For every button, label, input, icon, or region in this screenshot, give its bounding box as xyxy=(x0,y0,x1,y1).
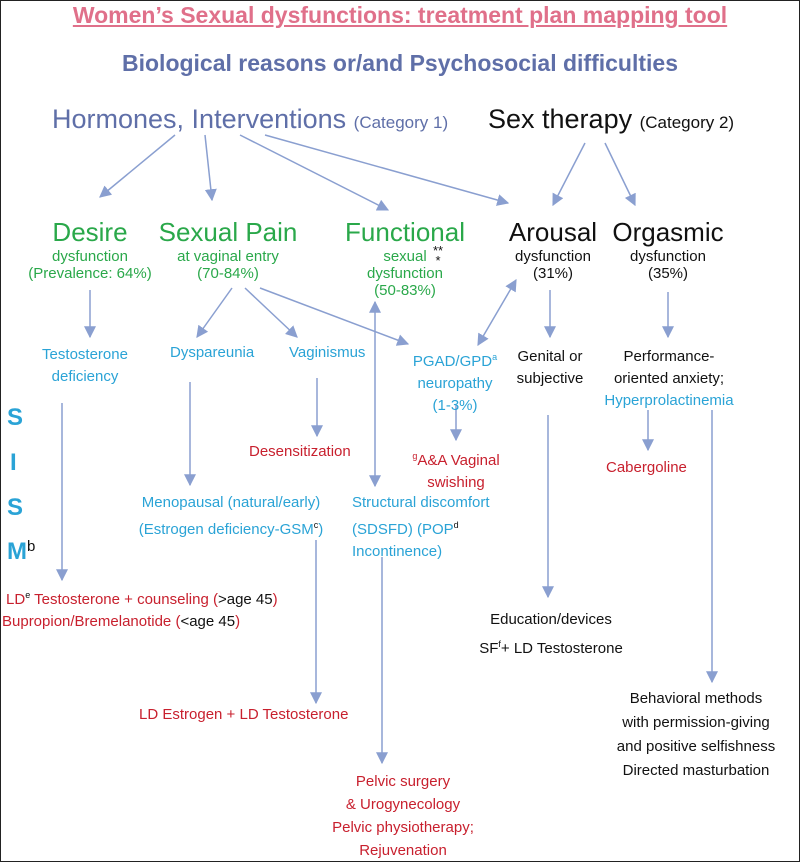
node-pgad: PGAD/GPDa neuropathy (1-3%) xyxy=(412,352,498,414)
category-2-heading: Sex therapy (Category 2) xyxy=(488,104,735,134)
arrow-cat1-pain xyxy=(204,134,217,202)
category-1-heading: Hormones, Interventions (Category 1) xyxy=(52,104,449,134)
page-title: Women’s Sexual dysfunctions: treatment p… xyxy=(72,2,728,28)
page-subtitle: Biological reasons or/and Psychosocial d… xyxy=(122,50,678,76)
node-desire: Desire dysfunction (Prevalence: 64%) xyxy=(28,217,152,283)
node-dyspareunia: Dyspareunia xyxy=(170,344,255,361)
node-vaginismus: Vaginismus xyxy=(289,344,366,361)
sism-letter-s2: S xyxy=(7,494,24,521)
node-bupropion: Bupropion/Bremelanotide (<age 45) xyxy=(2,613,241,630)
node-behavioral-methods: Behavioral methods with permission-givin… xyxy=(616,690,776,779)
node-arousal: Arousal dysfunction (31%) xyxy=(508,217,598,283)
arrow-cat1-desire xyxy=(99,134,176,198)
arrow-cat1-arousal xyxy=(264,134,510,206)
node-aa-vaginal-swishing: gA&A Vaginal swishing xyxy=(412,451,500,491)
sism-letter-i: I xyxy=(10,449,17,476)
sism-letter-m: Mb xyxy=(7,538,36,565)
node-testosterone-deficiency: Testosterone deficiency xyxy=(42,346,128,385)
arrow-cat2-orgasmic xyxy=(604,142,636,207)
node-ld-estrogen: LD Estrogen + LD Testosterone xyxy=(139,706,349,723)
node-ld-testosterone-counseling: LDe Testosterone + counseling (>age 45) xyxy=(6,590,278,608)
arrow-pain-vaginismus xyxy=(244,287,298,338)
node-education-devices: Education/devices SFf+ LD Testosterone xyxy=(479,611,623,657)
node-structural-discomfort: Structural discomfort (SDSFD) (POPd Inco… xyxy=(352,494,490,560)
arrow-cat2-arousal xyxy=(552,142,586,207)
node-sexual-pain: Sexual Pain at vaginal entry (70-84%) xyxy=(158,217,298,283)
arrow-pain-pgad xyxy=(259,287,410,346)
node-performance-anxiety: Performance- oriented anxiety; Hyperprol… xyxy=(604,348,734,409)
sism-letter-s1: S xyxy=(7,404,24,431)
node-pelvic-surgery: Pelvic surgery & Urogynecology Pelvic ph… xyxy=(332,773,474,859)
node-cabergoline: Cabergoline xyxy=(606,459,687,476)
node-functional: Functional sexual dysfunction (50-83%) xyxy=(345,217,465,300)
node-genital-subjective: Genital or subjective xyxy=(516,348,584,387)
arrow-pain-dyspareunia xyxy=(196,287,233,338)
node-desensitization: Desensitization xyxy=(249,443,351,460)
node-orgasmic: Orgasmic dysfunction (35%) xyxy=(612,217,724,283)
arrow-cat1-functional xyxy=(239,134,390,211)
node-menopausal: Menopausal (natural/early) (Estrogen def… xyxy=(138,494,324,538)
arrow-pgad-arousal xyxy=(477,278,517,347)
functional-asterisks: ** * xyxy=(433,243,444,268)
